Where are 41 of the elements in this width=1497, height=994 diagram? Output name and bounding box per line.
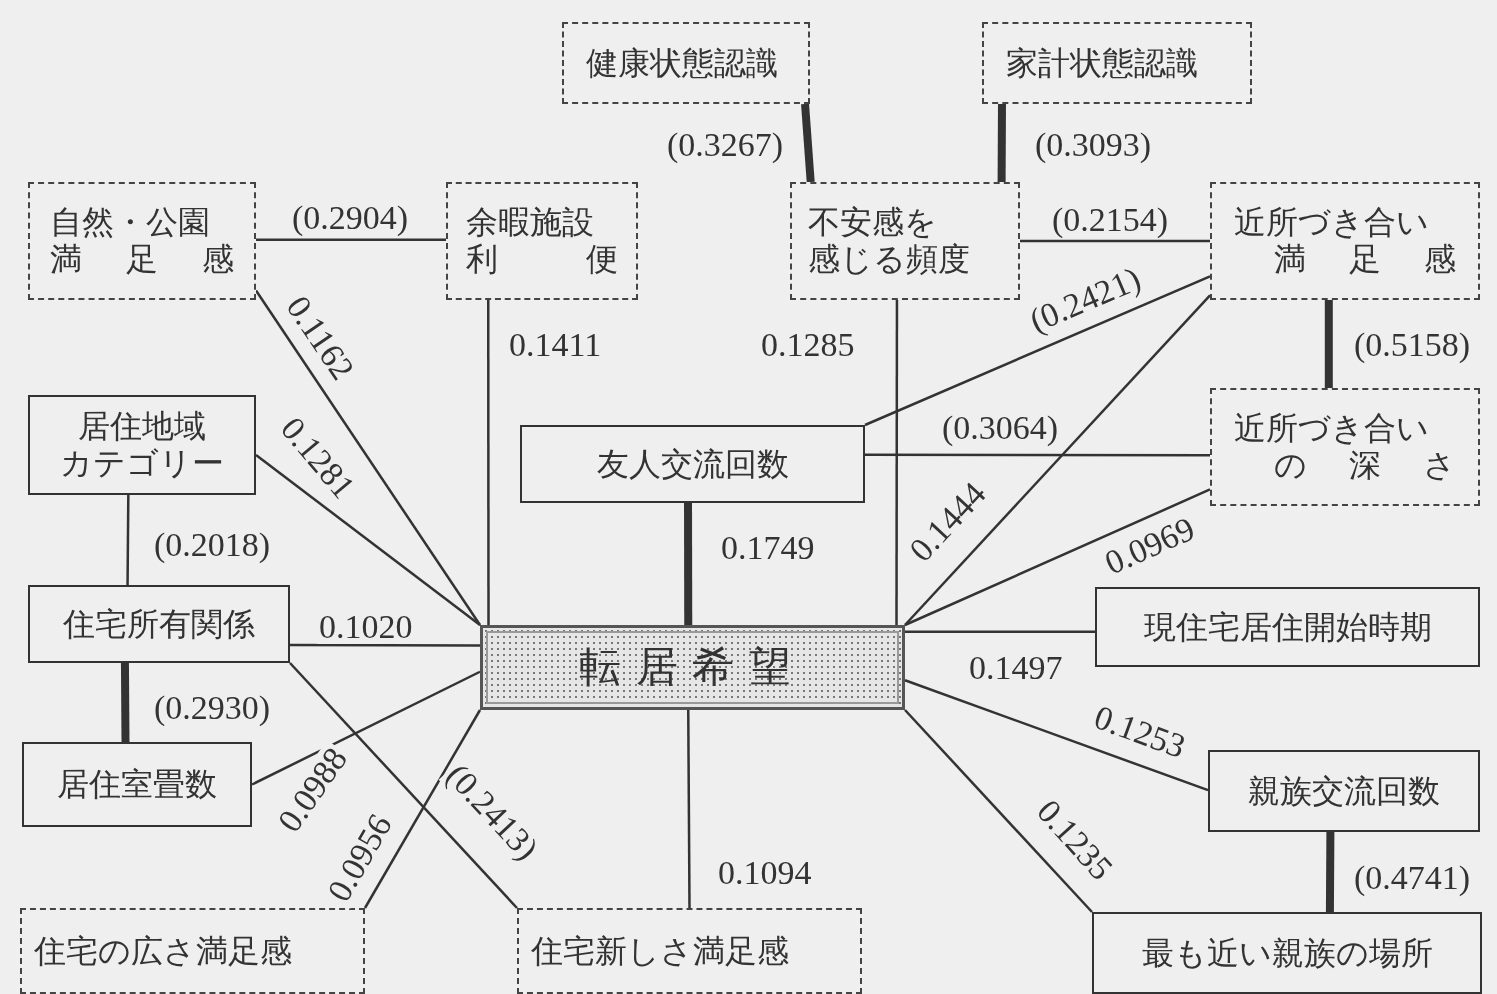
factor-box: 最も近い親族の場所 [1092,912,1482,994]
connector-line [801,103,815,183]
factor-box: 居住地域カテゴリー [28,395,256,495]
connector-line [256,238,446,242]
connector-line [895,300,899,625]
factor-box: 健康状態認識 [562,22,810,104]
connector-line [251,670,481,786]
factor-box: 居住室畳数 [22,742,252,827]
factor-box: 住宅所有関係 [28,585,290,663]
factor-box: 住宅新しさ満足感 [517,908,862,994]
connector-line [904,488,1211,627]
factor-box: 近所づき合いの深さ [1210,388,1480,506]
connector-line [1325,831,1335,913]
connector-line [290,643,480,647]
connector-line [684,503,693,625]
connector-line [1020,239,1210,243]
connector-line [363,709,482,909]
connector-line [289,662,518,909]
connector-line [255,454,481,626]
connector-line [120,662,130,743]
factor-box: 現住宅居住開始時期 [1095,587,1480,667]
connector-line [687,710,691,908]
factor-box: 近所づき合い満足感 [1210,182,1480,300]
connector-line [864,275,1211,427]
factor-box: 親族交流回数 [1208,750,1480,832]
factor-box: 自然・公園満足感 [28,182,256,300]
connector-line [997,104,1006,182]
factor-box: 不安感を感じる頻度 [790,182,1020,300]
connector-line [1324,300,1333,388]
connector-line [904,294,1211,626]
connector-line [904,709,1093,913]
connector-line [126,495,130,585]
connector-line [865,453,1210,457]
connector-line [487,300,490,625]
factor-box: 住宅の広さ満足感 [20,908,365,994]
factor-box: 余暇施設利便 [446,182,638,300]
factor-box: 友人交流回数 [520,425,865,503]
target-box: 転居希望 [480,625,905,710]
connector-line [904,679,1209,792]
connector-line [905,630,1095,634]
factor-box: 家計状態認識 [982,22,1252,104]
